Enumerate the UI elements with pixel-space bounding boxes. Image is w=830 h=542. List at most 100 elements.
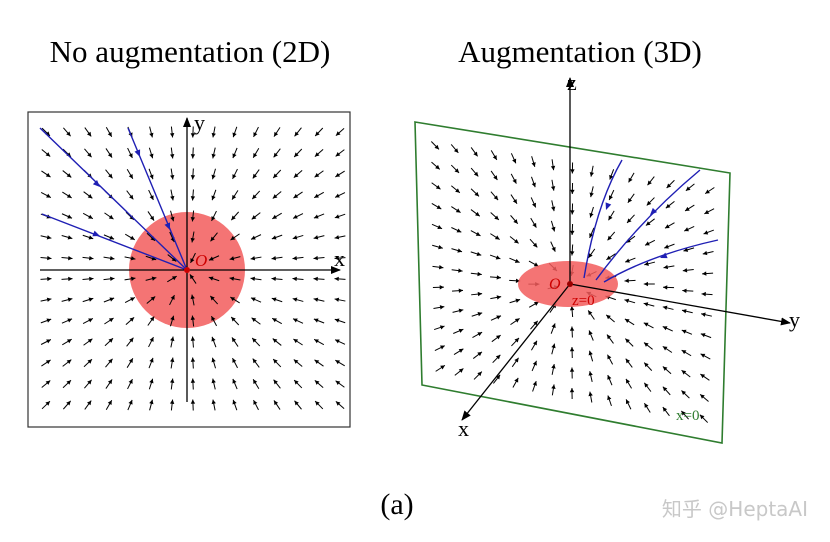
field-arrow bbox=[232, 147, 238, 159]
field-arrow bbox=[170, 336, 175, 348]
field-arrow bbox=[663, 264, 675, 270]
field-arrow bbox=[569, 387, 575, 400]
field-arrow bbox=[700, 373, 710, 381]
field-arrow bbox=[626, 214, 635, 224]
field-arrow bbox=[127, 147, 133, 159]
field-arrow bbox=[190, 336, 196, 348]
field-arrow bbox=[530, 197, 537, 208]
field-arrow bbox=[472, 331, 483, 338]
field-arrow bbox=[551, 343, 556, 355]
field-arrow bbox=[293, 148, 303, 158]
field-arrow bbox=[681, 309, 693, 314]
field-arrow bbox=[126, 169, 134, 179]
field-arrow bbox=[190, 378, 196, 390]
field-arrow bbox=[250, 297, 262, 303]
field-arrow bbox=[190, 294, 195, 306]
right-trajectories bbox=[583, 159, 719, 283]
field-arrow bbox=[170, 357, 175, 369]
field-arrow bbox=[451, 185, 461, 194]
field-arrow bbox=[662, 345, 673, 353]
field-arrow bbox=[681, 349, 692, 357]
field-arrow bbox=[124, 256, 136, 261]
field-arrow bbox=[644, 239, 656, 246]
field-arrow bbox=[190, 231, 195, 243]
trajectory-arrowhead bbox=[92, 179, 100, 187]
field-arrow bbox=[167, 254, 177, 262]
field-arrow bbox=[335, 127, 345, 137]
field-arrow bbox=[529, 238, 538, 248]
field-arrow bbox=[105, 126, 113, 138]
field-arrow bbox=[170, 210, 175, 222]
trajectory-line bbox=[583, 159, 623, 279]
field-arrow bbox=[662, 326, 673, 332]
field-arrow bbox=[103, 256, 115, 261]
field-arrow bbox=[334, 213, 346, 219]
field-arrow bbox=[251, 212, 261, 220]
field-arrow bbox=[645, 218, 655, 226]
trajectory-arrowhead bbox=[650, 207, 658, 215]
field-arrow bbox=[589, 206, 594, 218]
field-arrow bbox=[250, 256, 262, 261]
field-arrow bbox=[644, 261, 656, 266]
field-arrow bbox=[313, 191, 325, 199]
field-arrow bbox=[684, 204, 695, 212]
field-arrow bbox=[82, 234, 94, 240]
field-arrow bbox=[313, 318, 325, 324]
field-arrow bbox=[683, 247, 695, 252]
field-arrow bbox=[646, 197, 655, 206]
field-arrow bbox=[231, 190, 239, 200]
field-arrow bbox=[272, 169, 282, 179]
field-arrow bbox=[569, 305, 575, 318]
field-arrow bbox=[313, 297, 325, 302]
field-arrow bbox=[272, 358, 282, 368]
field-arrow bbox=[292, 276, 304, 282]
right-disk-label: z=0 bbox=[572, 293, 595, 309]
field-arrow bbox=[624, 278, 636, 283]
field-arrow bbox=[530, 340, 538, 351]
field-arrow bbox=[147, 211, 155, 221]
field-arrow bbox=[170, 189, 175, 201]
field-arrow bbox=[550, 179, 556, 191]
field-arrow bbox=[169, 399, 175, 411]
field-arrow bbox=[169, 378, 175, 390]
field-arrow bbox=[84, 379, 92, 389]
field-arrow bbox=[272, 191, 282, 199]
field-arrow bbox=[588, 371, 593, 383]
field-arrow bbox=[625, 338, 634, 347]
field-arrow bbox=[61, 276, 73, 282]
field-arrow bbox=[569, 326, 575, 338]
trajectory-line bbox=[39, 127, 188, 271]
field-arrow bbox=[148, 168, 154, 180]
trajectory-line bbox=[603, 239, 719, 283]
field-arrow bbox=[251, 317, 261, 325]
field-arrow bbox=[470, 251, 482, 257]
field-arrow bbox=[643, 281, 655, 287]
field-arrow bbox=[470, 147, 479, 157]
field-arrow bbox=[451, 248, 463, 253]
field-arrow bbox=[624, 318, 635, 326]
x-zero-plane-label: x=0 bbox=[676, 408, 699, 424]
field-arrow bbox=[272, 212, 282, 220]
field-arrow bbox=[40, 235, 52, 240]
field-arrow bbox=[292, 255, 304, 261]
field-arrow bbox=[489, 254, 501, 260]
field-arrow bbox=[145, 276, 157, 281]
field-arrow bbox=[232, 168, 238, 180]
field-arrow bbox=[148, 378, 154, 390]
field-arrow bbox=[625, 399, 632, 410]
field-arrow bbox=[451, 268, 463, 273]
field-arrow bbox=[490, 191, 499, 201]
field-arrow bbox=[643, 362, 653, 371]
field-arrow bbox=[126, 337, 134, 347]
field-arrow bbox=[335, 380, 345, 388]
trajectory-arrowhead bbox=[134, 149, 141, 157]
field-arrow bbox=[530, 217, 537, 228]
field-arrow bbox=[662, 386, 671, 396]
field-arrow bbox=[104, 317, 114, 325]
field-arrow bbox=[471, 291, 483, 297]
field-arrow bbox=[608, 210, 615, 221]
field-arrow bbox=[190, 210, 196, 222]
field-arrow bbox=[665, 200, 675, 209]
field-arrow bbox=[271, 234, 283, 240]
field-arrow bbox=[430, 141, 440, 150]
